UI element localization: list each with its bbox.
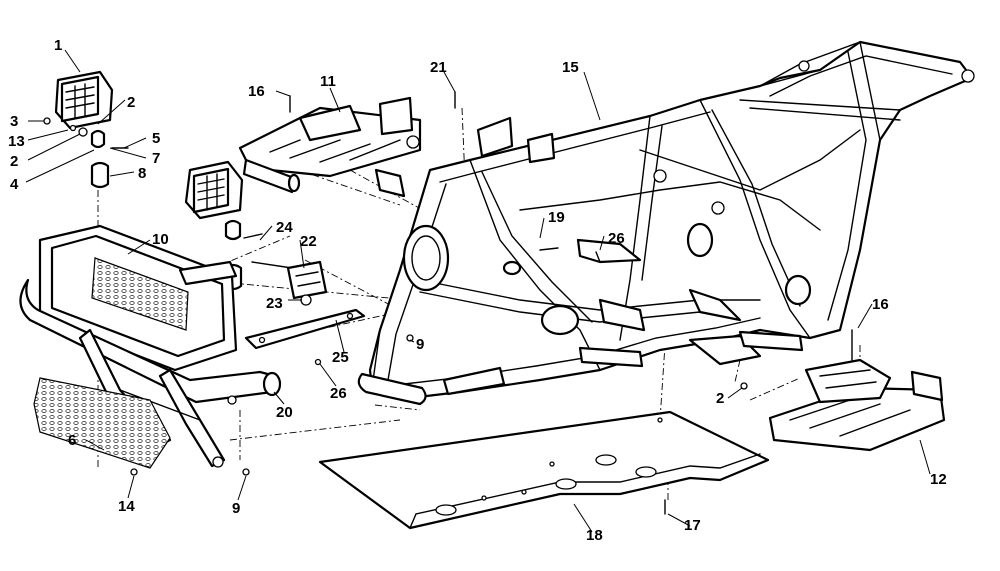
callout-3: 3 [10,113,18,130]
callout-7: 7 [152,150,160,167]
callout-13: 13 [8,133,25,150]
callout-26: 26 [608,230,625,247]
callout-10: 10 [152,231,169,248]
callout-16: 16 [248,83,265,100]
front-bumper-rack [19,224,282,468]
callout-6: 6 [68,432,76,449]
callout-11: 11 [320,73,336,90]
footrest-left [238,95,422,194]
callout-19: 19 [548,209,565,226]
callout-17: 17 [684,517,701,534]
callout-1: 1 [54,37,62,54]
callout-2: 2 [127,94,135,111]
callout-5: 5 [152,130,160,147]
callout-9: 9 [232,500,240,517]
fasteners [130,91,748,515]
callout-24: 24 [276,219,293,236]
callout-14: 14 [118,498,135,515]
skid-plate [318,410,770,530]
leader-lines [25,49,931,533]
grille-plate [33,377,171,469]
callout-25: 25 [332,349,349,366]
footrest-right [768,329,946,452]
callout-12: 12 [930,471,947,488]
callout-9: 9 [416,336,424,353]
callout-18: 18 [586,527,603,544]
callout-labels: 1 3 2 13 2 4 5 7 8 10 16 11 24 22 23 25 … [8,37,947,544]
callout-8: 8 [138,165,146,182]
callout-15: 15 [562,59,579,76]
headlight-right [184,160,293,291]
callout-21: 21 [430,59,447,76]
main-frame [357,40,975,406]
callout-4: 4 [10,176,19,193]
callout-16: 16 [872,296,889,313]
headlight-left [43,70,129,189]
callout-2: 2 [716,390,724,407]
callout-20: 20 [276,404,293,421]
mount-brackets [244,260,366,350]
callout-22: 22 [300,233,317,250]
callout-2: 2 [10,153,18,170]
callout-23: 23 [266,295,283,312]
callout-26: 26 [330,385,347,402]
